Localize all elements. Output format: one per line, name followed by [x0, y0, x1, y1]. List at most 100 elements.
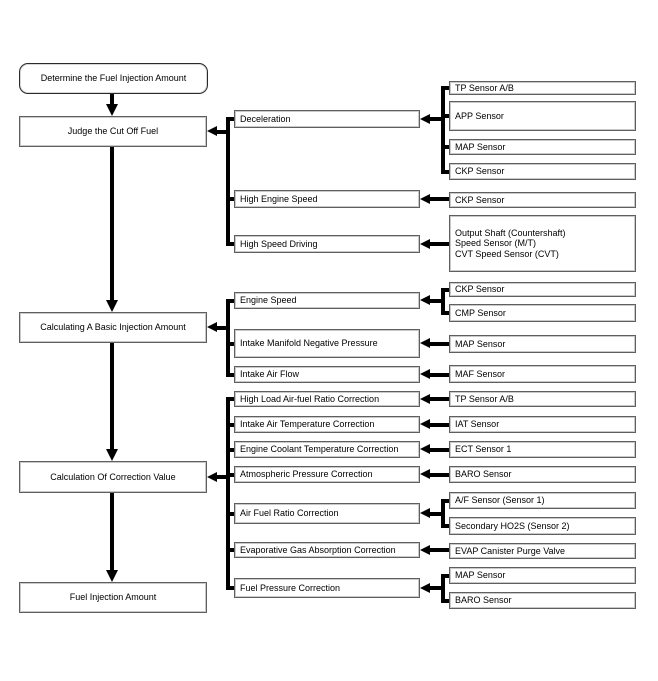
connector-line [428, 372, 449, 377]
label-evap-valve: EVAP Canister Purge Valve [455, 545, 566, 556]
sensor-box-tp-sensor-1: TP Sensor A/B [449, 81, 636, 95]
connector-line [230, 372, 234, 377]
connector-line [215, 325, 226, 330]
connector-line [230, 586, 234, 590]
connector-line [445, 114, 449, 118]
connector-line [428, 341, 449, 346]
label-basic: Calculating A Basic Injection Amount [40, 322, 186, 333]
label-correction: Calculation Of Correction Value [50, 471, 176, 482]
connector-line [428, 242, 449, 246]
arrowhead-down-icon [105, 449, 118, 461]
sensor-box-evap-valve: EVAP Canister Purge Valve [449, 543, 636, 559]
connector-line [428, 586, 441, 590]
process-box-correction: Calculation Of Correction Value [19, 461, 207, 493]
condition-box-iat-correction: Intake Air Temperature Correction [234, 416, 420, 433]
connector-line [230, 511, 234, 516]
connector-line [110, 343, 114, 451]
sensor-box-ect-sensor: ECT Sensor 1 [449, 441, 636, 458]
terminal-box-determine: Determine the Fuel Injection Amount [19, 63, 208, 94]
connector-line [428, 511, 441, 516]
label-maf-sensor: MAF Sensor [455, 368, 506, 379]
connector-line [428, 422, 449, 427]
condition-box-high-load: High Load Air-fuel Ratio Correction [234, 391, 420, 407]
label-ckp-sensor-1: CKP Sensor [455, 166, 505, 177]
condition-box-deceleration: Deceleration [234, 110, 420, 128]
connector-line [215, 475, 226, 479]
arrowhead-left-icon [420, 469, 430, 479]
sensor-box-ckp-sensor-1: CKP Sensor [449, 163, 636, 180]
sensor-box-output-shaft: Output Shaft (Countershaft) Speed Sensor… [449, 215, 636, 272]
connector-line [230, 548, 234, 552]
connector-line [230, 472, 234, 477]
label-iat-correction: Intake Air Temperature Correction [240, 419, 375, 430]
arrowhead-left-icon [420, 419, 430, 429]
connector-line [445, 598, 449, 603]
sensor-box-maf-sensor: MAF Sensor [449, 365, 636, 383]
condition-box-evap-correction: Evaporative Gas Absorption Correction [234, 542, 420, 558]
sensor-box-map-sensor-2: MAP Sensor [449, 335, 636, 353]
condition-box-engine-speed: Engine Speed [234, 292, 420, 309]
sensor-box-iat-sensor: IAT Sensor [449, 416, 636, 433]
label-high-speed-driving: High Speed Driving [240, 238, 318, 249]
connector-line [230, 422, 234, 427]
condition-box-ect-correction: Engine Coolant Temperature Correction [234, 441, 420, 458]
label-cmp-sensor: CMP Sensor [455, 307, 506, 318]
label-amount: Fuel Injection Amount [69, 592, 157, 603]
arrowhead-down-icon [105, 300, 118, 312]
label-deceleration: Deceleration [240, 113, 291, 124]
connector-line [441, 498, 445, 528]
label-tp-sensor-1: TP Sensor A/B [455, 82, 514, 93]
condition-box-high-engine-speed: High Engine Speed [234, 190, 420, 208]
arrowhead-left-icon [420, 508, 430, 518]
condition-box-atm-correction: Atmospheric Pressure Correction [234, 466, 420, 483]
connector-line [428, 548, 449, 552]
sensor-box-tp-sensor-2: TP Sensor A/B [449, 391, 636, 407]
connector-line [226, 117, 230, 246]
label-ho2s-sensor: Secondary HO2S (Sensor 2) [455, 520, 570, 531]
process-box-judge: Judge the Cut Off Fuel [19, 116, 207, 147]
condition-box-intake-manifold: Intake Manifold Negative Pressure [234, 329, 420, 358]
condition-box-high-speed-driving: High Speed Driving [234, 235, 420, 253]
connector-line [445, 169, 449, 174]
label-map-sensor-2: MAP Sensor [455, 338, 506, 349]
connector-line [110, 147, 114, 302]
label-high-load: High Load Air-fuel Ratio Correction [240, 393, 380, 404]
arrowhead-left-icon [420, 238, 430, 249]
arrowhead-left-icon [207, 471, 217, 482]
connector-line [226, 298, 230, 377]
label-output-shaft: Output Shaft (Countershaft) Speed Sensor… [455, 227, 566, 259]
connector-line [110, 94, 114, 106]
sensor-box-baro-sensor-1: BARO Sensor [449, 466, 636, 483]
arrowhead-left-icon [420, 295, 430, 305]
arrowhead-left-icon [420, 444, 430, 454]
sensor-box-app-sensor: APP Sensor [449, 101, 636, 131]
label-ckp-sensor-3: CKP Sensor [455, 284, 505, 295]
sensor-box-map-sensor-3: MAP Sensor [449, 567, 636, 584]
sensor-box-ho2s-sensor: Secondary HO2S (Sensor 2) [449, 517, 636, 535]
connector-line [230, 447, 234, 452]
label-atm-correction: Atmospheric Pressure Correction [240, 469, 373, 480]
label-judge: Judge the Cut Off Fuel [67, 126, 159, 137]
sensor-box-map-sensor-1: MAP Sensor [449, 139, 636, 155]
connector-line [110, 493, 114, 572]
sensor-box-af-sensor: A/F Sensor (Sensor 1) [449, 492, 636, 509]
connector-line [428, 397, 449, 401]
connector-line [441, 573, 445, 603]
label-ect-correction: Engine Coolant Temperature Correction [240, 444, 399, 455]
connector-line [428, 447, 449, 452]
arrowhead-left-icon [420, 193, 430, 204]
arrowhead-left-icon [420, 338, 430, 348]
connector-line [428, 298, 441, 303]
connector-line [230, 298, 234, 303]
sensor-box-ckp-sensor-2: CKP Sensor [449, 192, 636, 208]
connector-line [441, 287, 445, 315]
label-map-sensor-3: MAP Sensor [455, 570, 506, 581]
connector-line [428, 117, 441, 121]
sensor-box-ckp-sensor-3: CKP Sensor [449, 282, 636, 297]
condition-box-afr-correction: Air Fuel Ratio Correction [234, 503, 420, 524]
connector-line [445, 145, 449, 149]
connector-line [230, 242, 234, 246]
